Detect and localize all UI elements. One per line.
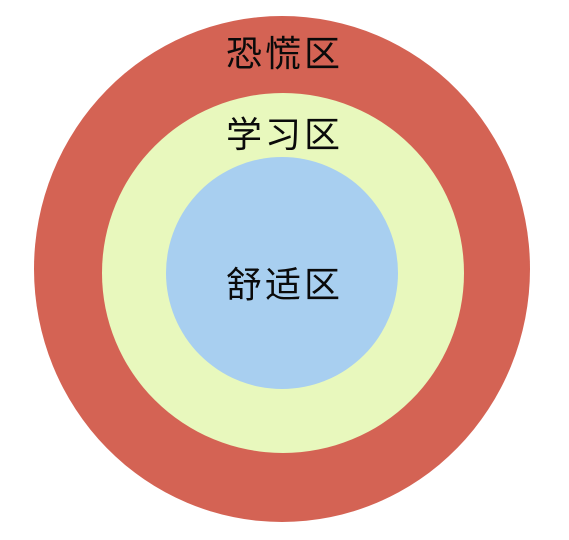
comfort-zone-circle <box>166 157 398 389</box>
learning-zone-label: 学习区 <box>225 115 343 156</box>
comfort-zone-label: 舒适区 <box>225 265 343 306</box>
panic-zone-label: 恐慌区 <box>225 34 343 75</box>
